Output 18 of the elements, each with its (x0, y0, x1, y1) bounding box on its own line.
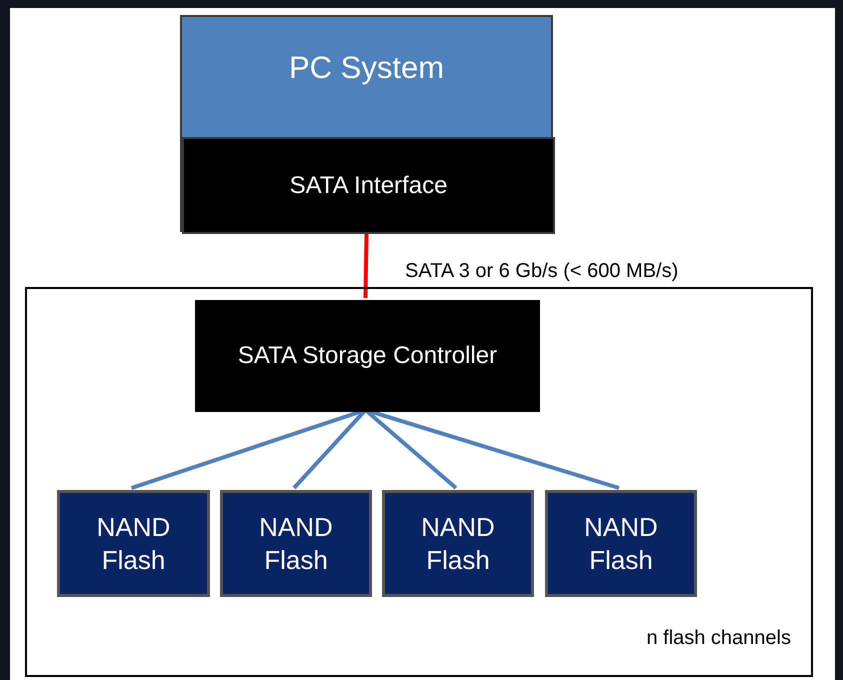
box-text: NAND Flash (583, 511, 659, 576)
box-text: NAND Flash (420, 511, 496, 576)
flash-chip-box (382, 490, 534, 597)
connector-line (364, 232, 368, 298)
interface-box (182, 137, 555, 234)
box-text: n flash channels (646, 626, 791, 651)
box-text: NAND Flash (258, 511, 334, 576)
box-text: NAND Flash (96, 511, 172, 576)
edge-label: SATA 3 or 6 Gb/s (< 600 MB/s) (405, 259, 678, 284)
flash-chip-box (545, 490, 697, 597)
flash-chip-box (57, 490, 210, 597)
flash-chip-box (220, 490, 372, 597)
box-text: PC System (288, 49, 444, 87)
controller-box (195, 300, 540, 412)
system-box (180, 15, 553, 232)
box-text: SATA Storage Controller (238, 341, 498, 372)
box-text: SATA Interface (290, 170, 448, 200)
container-box (25, 287, 813, 677)
